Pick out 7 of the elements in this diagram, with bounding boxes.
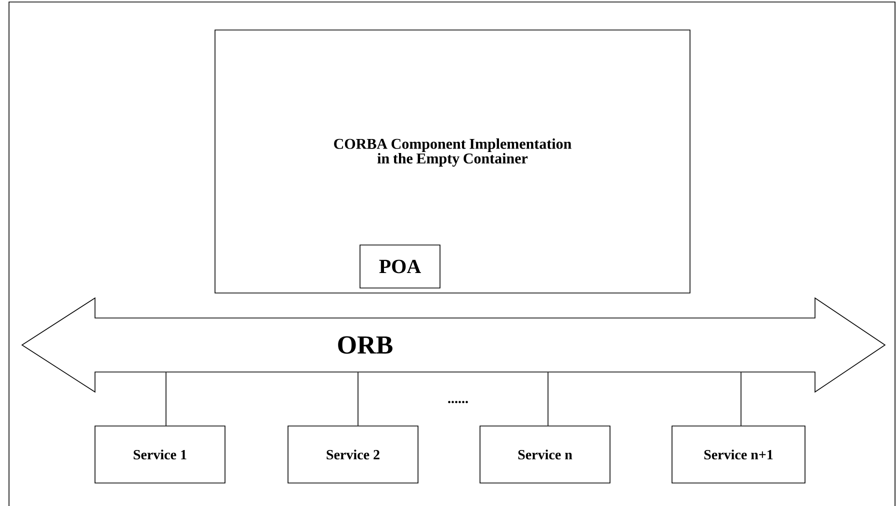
service-box: Service 2 (288, 426, 418, 484)
ellipsis-label: ...... (448, 400, 468, 404)
poa-box: POA (360, 244, 440, 288)
service-box: Service 1 (94, 426, 226, 484)
connector-line (740, 372, 742, 426)
service-box: Service n+1 (672, 426, 806, 484)
service-box: Service n (480, 426, 610, 484)
